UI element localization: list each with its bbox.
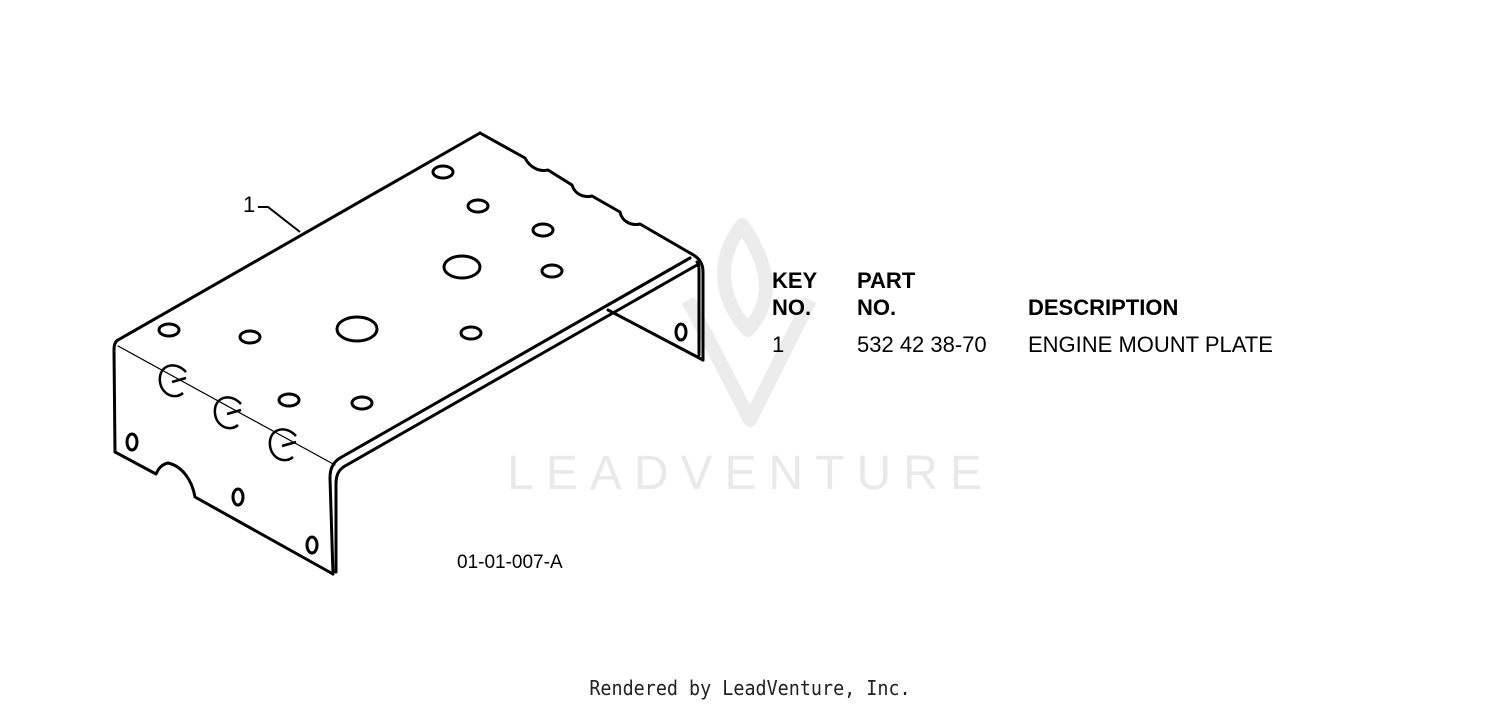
mounting-holes bbox=[125, 164, 688, 555]
plate-outline bbox=[112, 131, 705, 576]
header-key-line1: KEY bbox=[772, 268, 818, 293]
row-part-no: 532 42 38-70 bbox=[857, 332, 987, 357]
header-key-line2: NO. bbox=[772, 295, 812, 320]
row-key-no: 1 bbox=[772, 332, 785, 357]
watermark-brand-text: LEADVENTURE bbox=[507, 447, 994, 500]
header-part-line2: NO. bbox=[857, 295, 897, 320]
rendered-by-footer: Rendered by LeadVenture, Inc. bbox=[589, 676, 911, 700]
header-part-line1: PART bbox=[857, 268, 916, 293]
callout-leader bbox=[258, 206, 301, 233]
watermark-logo-icon bbox=[681, 218, 817, 427]
keyhole-slots bbox=[158, 364, 297, 462]
header-description: DESCRIPTION bbox=[1028, 295, 1179, 320]
callout-label-1: 1 bbox=[243, 192, 256, 217]
row-description: ENGINE MOUNT PLATE bbox=[1028, 332, 1273, 357]
drawing-code: 01-01-007-A bbox=[457, 552, 563, 573]
